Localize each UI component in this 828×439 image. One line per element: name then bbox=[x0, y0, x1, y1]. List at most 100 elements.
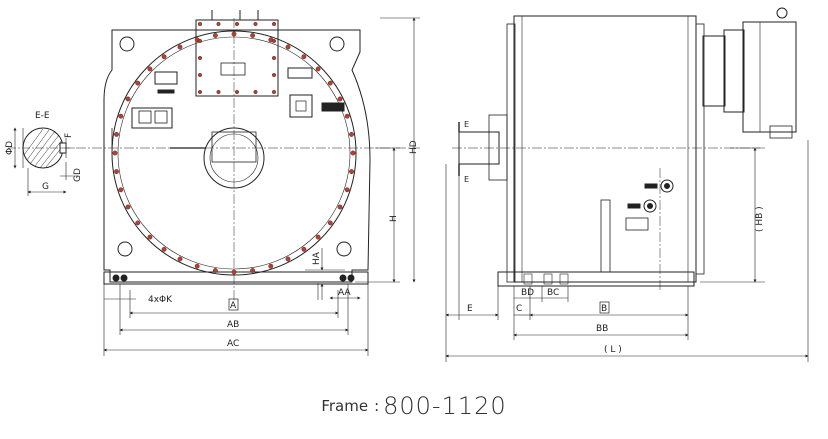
bolt-dot bbox=[272, 22, 277, 27]
dim-hole: 4xΦK bbox=[148, 295, 173, 305]
side-shaft-collar bbox=[488, 114, 508, 181]
bolt-dot bbox=[161, 246, 167, 252]
lifting-eye bbox=[776, 7, 788, 19]
side-view bbox=[452, 7, 797, 290]
bolt-dot bbox=[118, 113, 124, 119]
shaft-hatch bbox=[23, 128, 64, 169]
bolt-dot bbox=[197, 39, 202, 44]
front-view bbox=[60, 10, 420, 300]
bolt-dot bbox=[135, 220, 141, 226]
bolt-dot bbox=[272, 72, 277, 77]
frame-label: Frame bbox=[321, 397, 369, 415]
bolt-dot bbox=[272, 89, 277, 94]
bolt-dot bbox=[216, 22, 221, 27]
side-rear-flange bbox=[695, 23, 705, 275]
bearing-housing bbox=[203, 127, 265, 189]
bolt-dot bbox=[301, 246, 307, 252]
bolt-dot bbox=[349, 131, 354, 137]
bolt-dot bbox=[285, 256, 291, 262]
rear-terminal-box bbox=[742, 21, 797, 133]
bolt-dot bbox=[344, 113, 350, 119]
bolt-dot bbox=[125, 96, 131, 102]
bolt-dot bbox=[253, 22, 258, 27]
dim-ab: AB bbox=[227, 320, 239, 330]
bolt-dot bbox=[118, 187, 124, 193]
dim-bc: BC bbox=[547, 288, 559, 298]
side-gauge-lower bbox=[643, 199, 657, 213]
dim-hb: ( HB ) bbox=[755, 206, 765, 232]
dim-bd: BD bbox=[521, 288, 534, 298]
front-terminal-box bbox=[195, 19, 279, 97]
side-base bbox=[497, 271, 695, 287]
bolt-dot bbox=[125, 204, 131, 210]
dim-h: H bbox=[389, 215, 399, 222]
bolt-dot bbox=[197, 22, 202, 27]
terminal-box-bolts bbox=[197, 22, 277, 94]
frame-separator: : bbox=[374, 397, 380, 415]
bolt-dot bbox=[216, 89, 221, 94]
dim-aa: AA bbox=[338, 288, 351, 298]
bolt-dot bbox=[350, 150, 356, 156]
bolt-dot bbox=[234, 89, 239, 94]
dim-gd: GD bbox=[73, 168, 83, 182]
section-label: E-E bbox=[35, 111, 50, 121]
corner-hole-br bbox=[336, 241, 352, 257]
side-nameplate bbox=[625, 217, 649, 231]
dim-e-top: E bbox=[464, 120, 469, 129]
bolt-dot bbox=[327, 220, 333, 226]
bolt-dot bbox=[253, 89, 258, 94]
side-support bbox=[600, 199, 611, 273]
dim-ha: HA bbox=[312, 251, 322, 265]
dim-f: F bbox=[64, 133, 74, 138]
dim-bb: BB bbox=[596, 324, 608, 334]
bolt-dot bbox=[337, 96, 343, 102]
bolt-dot bbox=[344, 187, 350, 193]
bolt-dot bbox=[197, 56, 202, 61]
front-label-plate-right bbox=[287, 67, 313, 79]
bolt-dot bbox=[197, 72, 202, 77]
bolt-dot bbox=[212, 268, 218, 273]
end-shield-bolt-ring bbox=[112, 31, 356, 275]
front-frame-outline bbox=[103, 29, 371, 283]
bolt-dot bbox=[272, 39, 277, 44]
bolt-dot bbox=[161, 54, 167, 60]
bolt-dot bbox=[315, 234, 321, 240]
bolt-dot bbox=[301, 54, 307, 60]
bolt-dot bbox=[177, 256, 183, 262]
bolt-dot bbox=[147, 234, 153, 240]
bolt-dot bbox=[194, 263, 200, 269]
front-side-box bbox=[289, 94, 313, 118]
side-body-frame bbox=[513, 15, 697, 283]
bolt-dot bbox=[114, 131, 119, 137]
dim-phi-d: ΦD bbox=[5, 141, 15, 155]
bolt-dot bbox=[112, 150, 118, 156]
bolt-dot bbox=[315, 66, 321, 72]
bolt-dot bbox=[231, 31, 237, 37]
front-view-dimensions bbox=[103, 17, 420, 356]
front-label-plate-left bbox=[154, 71, 178, 85]
bolt-dot bbox=[285, 44, 291, 50]
dim-l: ( L ) bbox=[604, 345, 622, 355]
dim-e: E bbox=[467, 304, 473, 314]
slip-ring-housing-2 bbox=[723, 29, 745, 113]
bolt-dot bbox=[114, 169, 119, 175]
corner-hole-tl bbox=[119, 36, 135, 52]
frame-size-value: 800-1120 bbox=[383, 392, 507, 420]
bolt-dot bbox=[250, 268, 256, 273]
bolt-dot bbox=[268, 263, 274, 269]
corner-hole-tr bbox=[329, 36, 345, 52]
dim-e-bottom: E bbox=[464, 175, 469, 184]
bolt-dot bbox=[327, 80, 333, 86]
bolt-dot bbox=[212, 33, 218, 38]
terminal-box-nameplate bbox=[220, 62, 246, 76]
bolt-dot bbox=[197, 89, 202, 94]
front-junction-box bbox=[131, 107, 173, 129]
frame-caption: Frame:800-1120 bbox=[0, 392, 828, 420]
bolt-dot bbox=[135, 80, 141, 86]
side-gauge-upper bbox=[660, 179, 674, 193]
bolt-dot bbox=[234, 22, 239, 27]
bolt-dot bbox=[250, 33, 256, 38]
bolt-dot bbox=[231, 269, 237, 275]
